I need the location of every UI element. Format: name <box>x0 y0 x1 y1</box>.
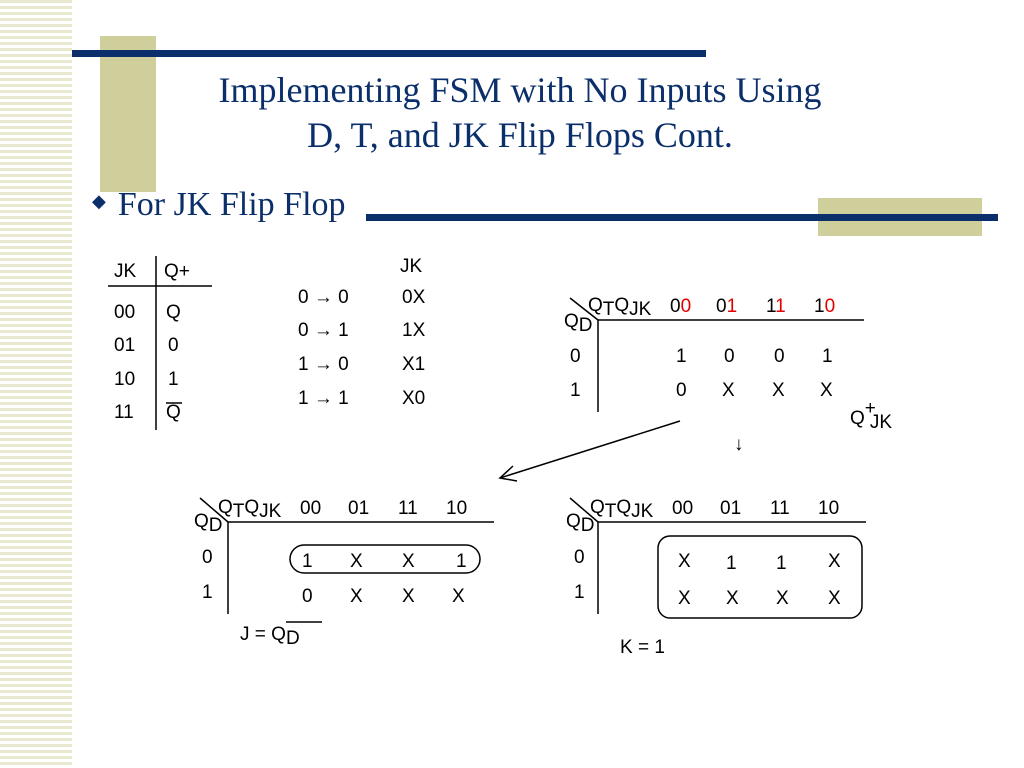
kmap-col-var: QTQJK <box>218 497 282 522</box>
diagonal-arrow <box>498 420 681 482</box>
kmap-cell: X <box>678 551 691 572</box>
excitation-value: X1 <box>402 354 425 375</box>
down-arrow-icon: ↓ <box>734 434 744 455</box>
kmap-cell: X <box>452 586 465 607</box>
slide-title: Implementing FSM with No Inputs Using D,… <box>100 68 940 158</box>
arrow-shaft <box>499 420 681 479</box>
kmap-row-var: QD <box>194 511 223 536</box>
decorative-stripe-bar <box>0 0 72 768</box>
jk-table-cell: 1 <box>168 369 179 390</box>
excitation-transition: 1 → 0 <box>298 354 349 375</box>
kmap-cell: X <box>776 588 789 609</box>
kmap-col-header: 10 <box>814 296 835 317</box>
kmap-grouping-loop <box>657 535 863 619</box>
kmap-row-header: 1 <box>202 582 213 603</box>
j-equation: J = QD <box>240 624 300 649</box>
kmap-cell: 0 <box>724 346 735 367</box>
kmap-row-header: 1 <box>570 380 581 401</box>
kmap-cell: 1 <box>726 553 737 574</box>
kmap-col-header: 10 <box>446 498 467 519</box>
excitation-transition: 0 → 1 <box>298 320 349 341</box>
kmap-cell: X <box>402 551 415 572</box>
excitation-value: X0 <box>402 388 425 409</box>
kmap-row-header: 0 <box>202 547 213 568</box>
jk-table-header-jk: JK <box>114 261 137 282</box>
kmap-corner-diagonal <box>569 497 599 523</box>
kmap-cell: X <box>828 551 841 572</box>
kmap-output-label: Q+JK <box>850 398 892 433</box>
navy-rule-top <box>72 50 706 57</box>
bullet-text: For JK Flip Flop <box>117 186 346 223</box>
kmap-col-header: 00 <box>300 498 321 519</box>
kmap-col-header: 10 <box>818 498 839 519</box>
jk-table-cell: 11 <box>114 402 134 423</box>
kmap-col-header: 01 <box>720 498 741 519</box>
jk-characteristic-table: JK Q+ 00 Q 01 0 10 1 11 Q <box>108 256 212 430</box>
kmap-col-header: 00 <box>672 498 693 519</box>
kmap-row-header: 1 <box>574 582 585 603</box>
jk-table-cell: 0 <box>168 335 179 356</box>
jk-table-cell: Q <box>166 402 181 423</box>
kmap-col-header: 11 <box>398 498 418 519</box>
kmap-grouping-loop <box>289 544 481 574</box>
kmap-col-header: 11 <box>770 498 790 519</box>
kmap-col-header: 11 <box>766 296 786 317</box>
kmap-cell: X <box>350 551 363 572</box>
kmap-row-header: 0 <box>574 547 585 568</box>
kmap-cell: X <box>772 380 785 401</box>
kmap-col-header: 01 <box>348 498 369 519</box>
kmap-cell: 1 <box>456 551 467 572</box>
kmap-col-var: QTQJK <box>588 295 652 320</box>
title-line-2: D, T, and JK Flip Flops Cont. <box>307 115 733 155</box>
navy-rule-right <box>366 214 998 221</box>
excitation-transition: 0 → 0 <box>298 287 349 308</box>
kmap-main: QTQJK QD 00 01 11 10 0 1 1 0 0 1 0 X X X… <box>564 295 892 433</box>
jk-table-cell: 10 <box>114 369 135 390</box>
kmap-cell: X <box>726 588 739 609</box>
kmap-cell: 0 <box>774 346 785 367</box>
kmap-cell: 1 <box>776 553 787 574</box>
jk-excitation-table: JK 0 → 0 0X 0 → 1 1X 1 → 0 X1 1 → 1 X0 <box>298 256 426 409</box>
arrow-head <box>498 465 518 482</box>
kmap-row-var: QD <box>566 511 595 536</box>
title-line-1: Implementing FSM with No Inputs Using <box>218 70 822 110</box>
kmap-col-header: 00 <box>670 296 691 317</box>
bullet-diamond-icon: ◆ <box>92 191 106 211</box>
excitation-value: 0X <box>402 287 426 308</box>
jk-table-cell: Q <box>166 302 181 323</box>
excitation-header: JK <box>400 256 423 277</box>
jk-table-header-qplus: Q+ <box>164 261 190 282</box>
kmap-corner-diagonal <box>569 297 599 321</box>
kmap-col-header: 01 <box>716 296 737 317</box>
kmap-j: QTQJK QD 00 01 11 10 0 1 1 X X 1 0 X X X… <box>194 497 494 649</box>
olive-accent-block-top <box>100 36 156 192</box>
kmap-cell: X <box>828 588 841 609</box>
kmap-cell: X <box>402 586 415 607</box>
kmap-cell: 1 <box>676 346 687 367</box>
kmap-cell: 0 <box>302 586 313 607</box>
kmap-row-header: 0 <box>570 346 581 367</box>
kmap-cell: 0 <box>676 380 687 401</box>
kmap-cell: X <box>350 586 363 607</box>
kmap-cell: 1 <box>302 551 313 572</box>
excitation-value: 1X <box>402 320 426 341</box>
jk-table-cell: 00 <box>114 302 135 323</box>
kmap-corner-diagonal <box>199 497 229 523</box>
kmap-k: QTQJK QD 00 01 11 10 0 1 X 1 1 X X X X X… <box>566 497 866 658</box>
kmap-cell: X <box>722 380 735 401</box>
kmap-cell: 1 <box>822 346 833 367</box>
excitation-transition: 1 → 1 <box>298 388 349 409</box>
bullet-item: ◆ For JK Flip Flop <box>92 186 346 224</box>
k-equation: K = 1 <box>620 637 665 658</box>
kmap-col-var: QTQJK <box>590 497 654 522</box>
kmap-cell: X <box>820 380 833 401</box>
kmap-row-var: QD <box>564 311 593 336</box>
jk-table-cell: 01 <box>114 335 135 356</box>
kmap-cell: X <box>678 588 691 609</box>
